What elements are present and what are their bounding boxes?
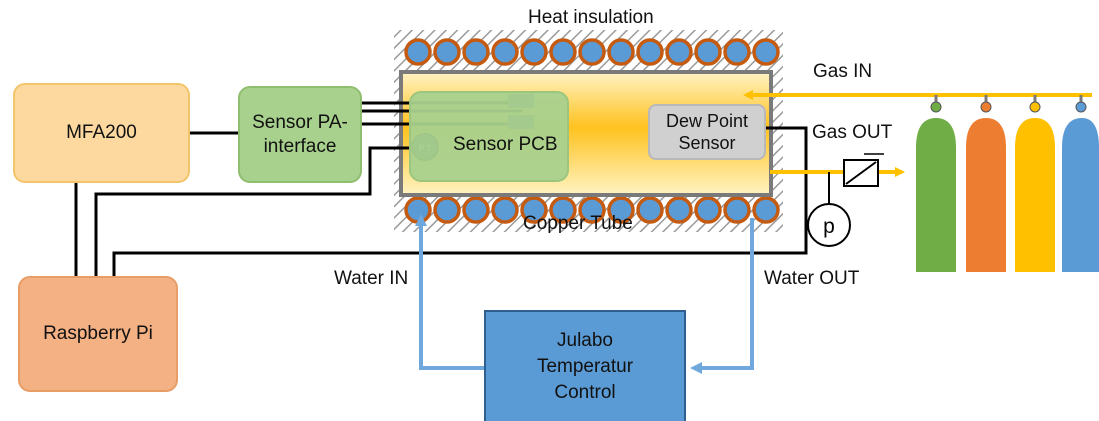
julabo-label: Julabo Temperatur Control (536, 329, 634, 403)
gas-bottle-green (916, 118, 956, 272)
copper-tube-segment (723, 196, 751, 224)
copper-tube-segment (404, 38, 432, 66)
mfa200-block: MFA200 (13, 83, 190, 183)
sensor-pa-interface-label: Sensor PA-interface (252, 111, 348, 157)
copper-tube-segment (694, 38, 722, 66)
copper-tube-segment (462, 38, 490, 66)
raspberry-pi-label: Raspberry Pi (43, 323, 153, 344)
copper-tube-segment (752, 196, 780, 224)
copper-tube-segment (694, 196, 722, 224)
dew-point-sensor-block: Dew Point Sensor (648, 104, 766, 160)
copper-tube-top-row (404, 38, 780, 66)
mfa200-label: MFA200 (66, 122, 137, 143)
heat-insulation-label: Heat insulation (528, 7, 654, 28)
copper-tube-segment (723, 38, 751, 66)
copper-tube-segment (404, 196, 432, 224)
copper-tube-label: Copper Tube (523, 213, 633, 234)
copper-tube-segment (752, 38, 780, 66)
gas-valve-icon (843, 153, 884, 187)
sensor-pcb-block: Sensor PCB (409, 91, 569, 182)
pressure-gauge-label: p (823, 215, 835, 238)
copper-tube-segment (491, 38, 519, 66)
sensor-pcb-label: Sensor PCB (453, 134, 558, 155)
copper-tube-segment (433, 196, 461, 224)
pressure-gauge-icon (807, 172, 851, 247)
copper-tube-segment (491, 196, 519, 224)
water-lines (415, 214, 754, 374)
copper-tube-segment (549, 196, 577, 224)
gas-bottle-connectors (930, 95, 1087, 113)
gas-bottle-yellow (1015, 118, 1055, 272)
gas-bottle-orange (966, 118, 1006, 272)
gas-bottles (916, 118, 1099, 272)
sensor-pa-interface-block: Sensor PA-interface (238, 86, 362, 183)
copper-tube-segment (520, 38, 548, 66)
copper-tube-segment (636, 38, 664, 66)
copper-tube-segment (549, 38, 577, 66)
copper-tube-segment (433, 38, 461, 66)
gas-out-label: Gas OUT (812, 122, 893, 143)
water-out-label: Water OUT (764, 268, 860, 289)
dew-point-sensor-label: Dew Point Sensor (665, 111, 749, 153)
copper-tube-segment (607, 38, 635, 66)
copper-tube-segment (665, 196, 693, 224)
copper-tube-segment (462, 196, 490, 224)
copper-tube-segment (636, 196, 664, 224)
copper-tube-segment (520, 196, 548, 224)
julabo-temperature-control-block: Julabo Temperatur Control (484, 310, 686, 421)
gas-bottle-blue (1062, 118, 1099, 272)
copper-tube-segment (578, 38, 606, 66)
water-in-label: Water IN (334, 268, 409, 289)
copper-tube-segment (607, 196, 635, 224)
gas-in-label: Gas IN (813, 61, 873, 82)
raspberry-pi-block: Raspberry Pi (18, 276, 178, 392)
copper-tube-segment (665, 38, 693, 66)
copper-tube-segment (578, 196, 606, 224)
